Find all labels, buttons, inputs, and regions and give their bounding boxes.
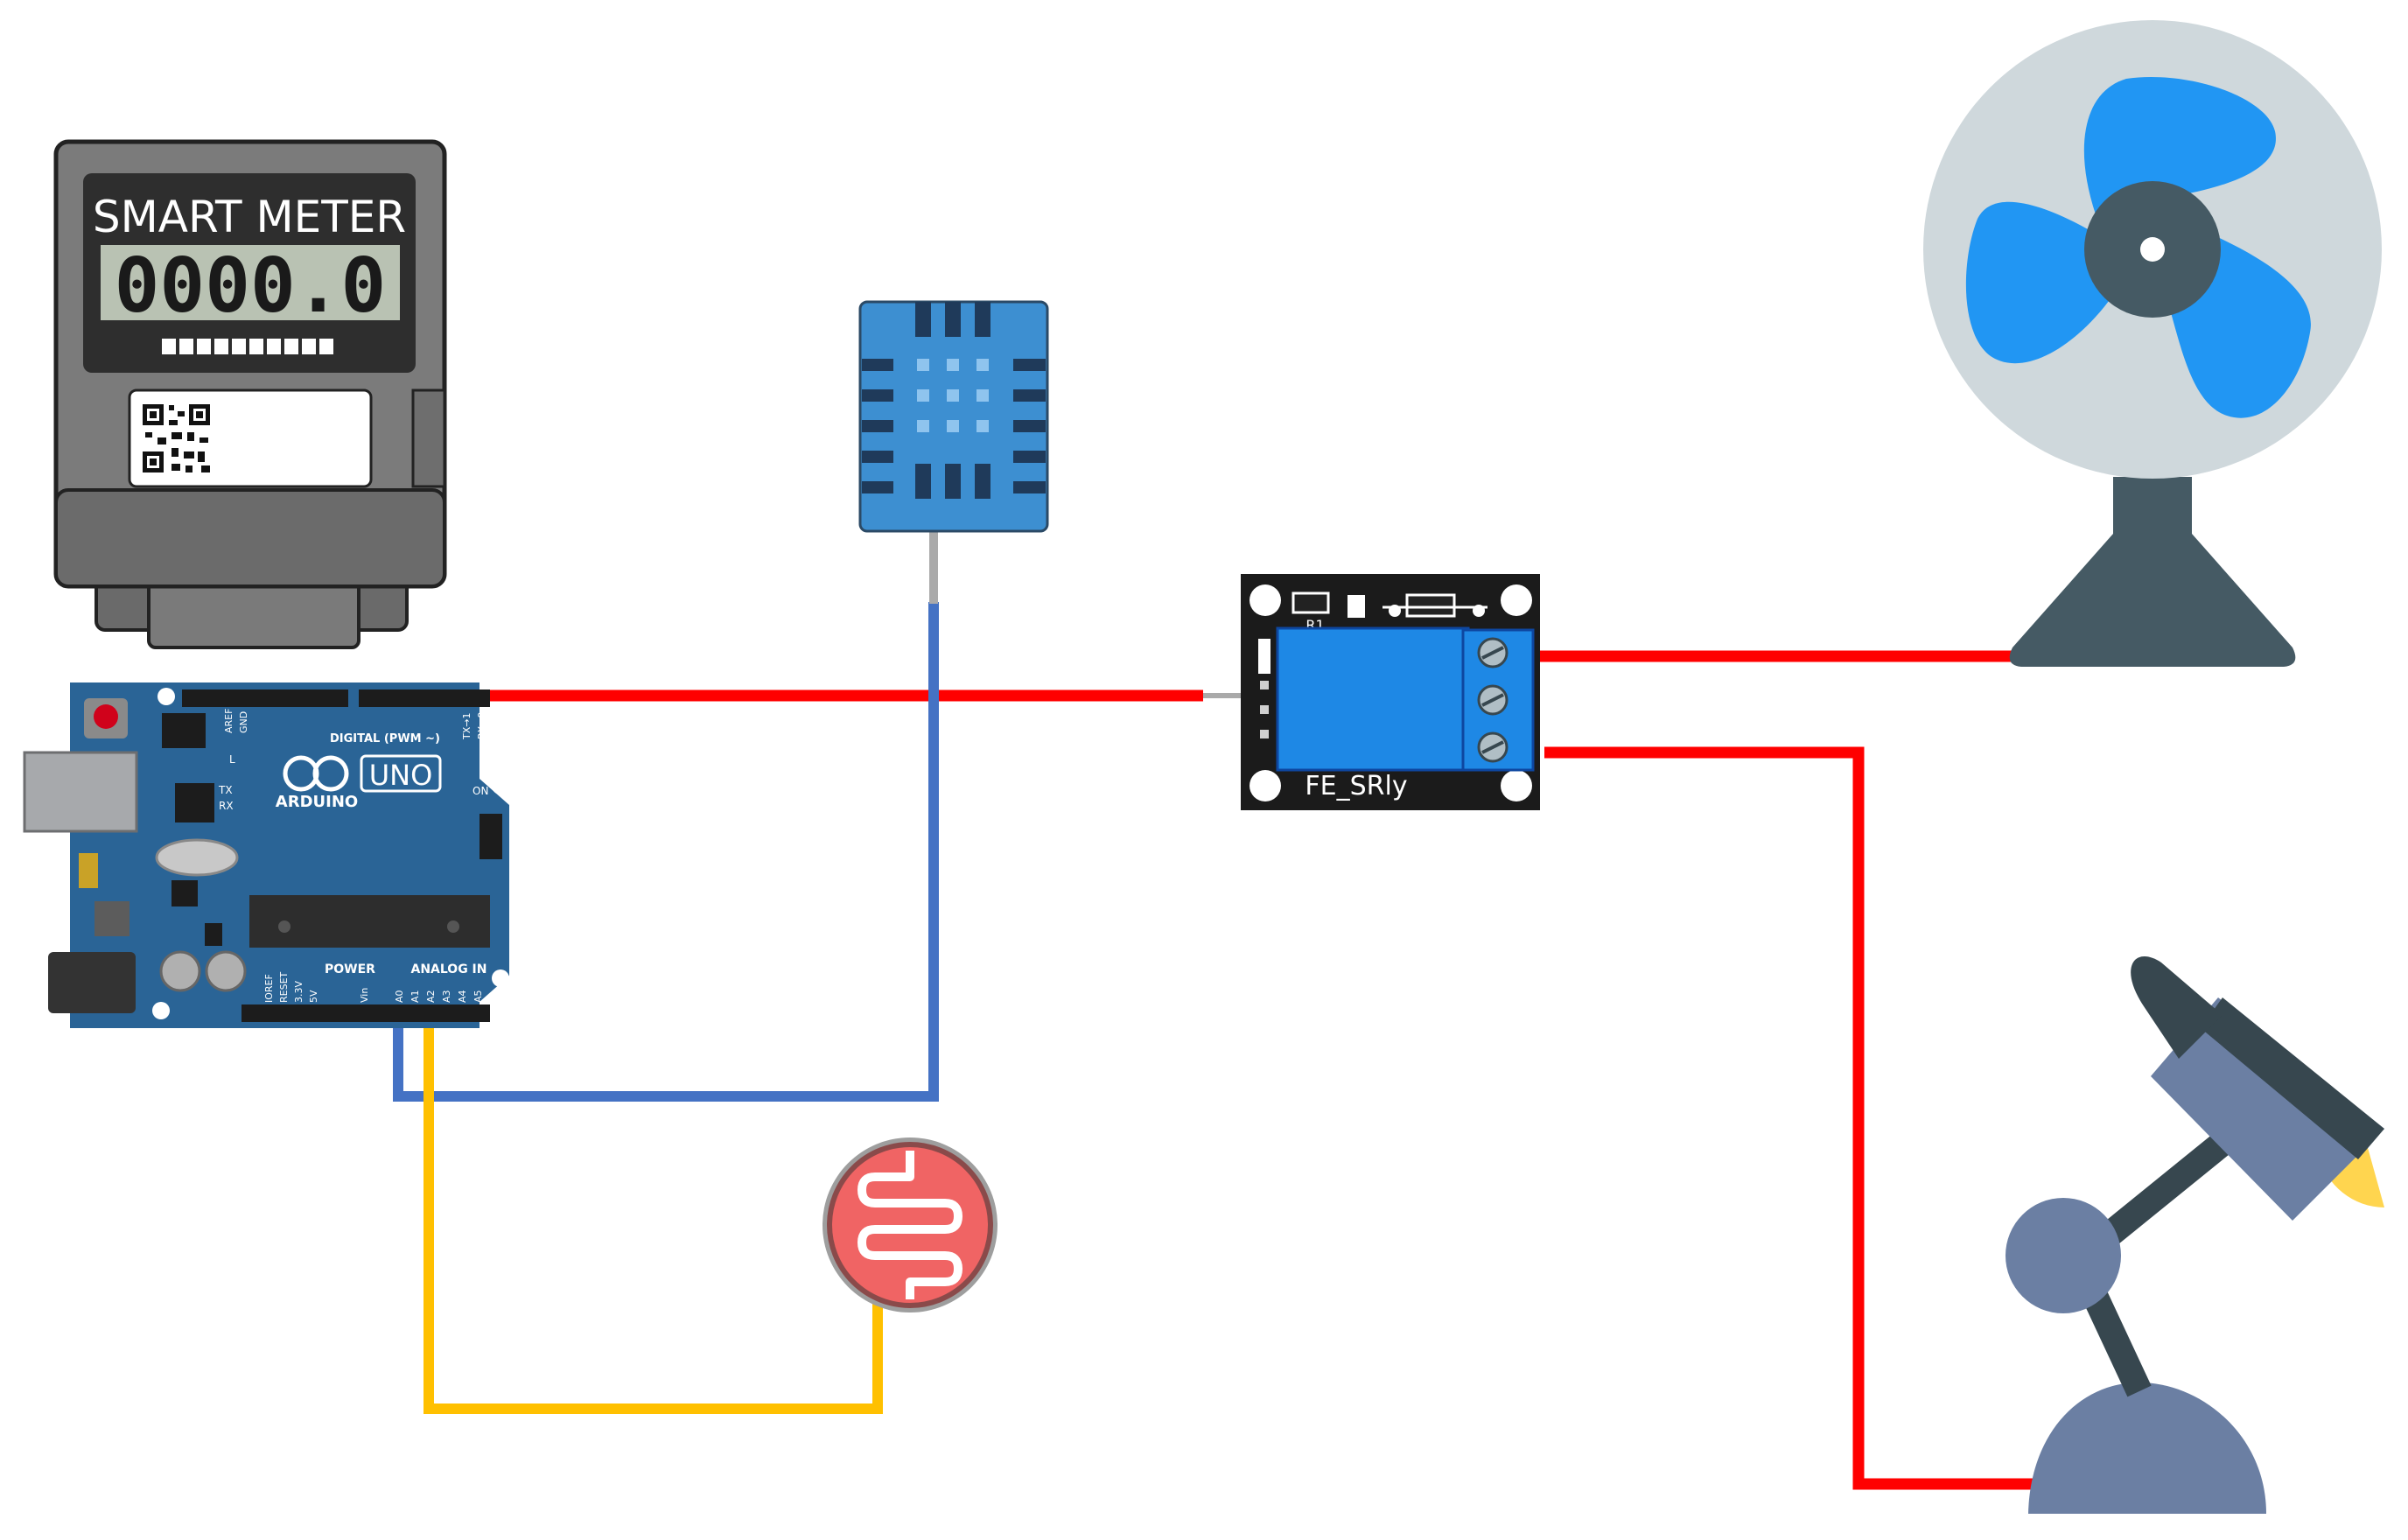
a5-label: A5: [472, 990, 484, 1003]
wires: [393, 525, 2039, 1490]
v5-label: 5V: [308, 990, 319, 1003]
arduino-model: UNO: [369, 759, 433, 792]
l-led-label: L: [229, 753, 235, 766]
vin-label: Vin: [359, 988, 370, 1003]
yellow-wire-ldr: [424, 1024, 883, 1414]
a4-label: A4: [457, 990, 468, 1003]
reset-label: RESET: [278, 971, 290, 1003]
smart-meter-icon: SMART METER 0000.0: [53, 139, 447, 649]
rx0-label: RX←0: [476, 712, 487, 739]
blue-wire-dht: [393, 602, 939, 1102]
arduino-logo-icon: [283, 755, 349, 792]
gnd-label: GND: [238, 711, 249, 733]
arduino-brand: ARDUINO: [276, 793, 358, 811]
meter-title: SMART METER: [93, 192, 406, 242]
fan-icon: [1923, 20, 2382, 667]
fan-blades: [1965, 77, 2311, 418]
relay-module-icon: R1 FE_SRly: [1241, 574, 1540, 810]
analog-header: ANALOG IN: [410, 962, 486, 976]
power-header: POWER: [325, 962, 375, 976]
relay-label: FE_SRly: [1305, 771, 1407, 802]
red-wire-relay-lamp: [1544, 746, 2039, 1490]
v33-label: 3.3V: [293, 981, 304, 1003]
tx1-label: TX→1: [461, 713, 472, 740]
ldr-sensor-icon: [822, 1138, 998, 1312]
ioref-label: IOREF: [263, 974, 275, 1003]
rx-led-label: RX: [219, 800, 234, 812]
meter-reading: 0000.0: [115, 242, 387, 330]
a1-label: A1: [410, 990, 421, 1003]
dht-sensor-icon: [858, 300, 1049, 533]
a3-label: A3: [441, 990, 452, 1003]
qr-code-icon: [142, 402, 212, 474]
desk-lamp-icon: [2006, 956, 2384, 1514]
on-led-label: ON: [472, 785, 488, 797]
aref-label: AREF: [223, 709, 234, 733]
arduino-board-icon: ARDUINO UNO DIGITAL (PWM ~) POWER ANALOG…: [23, 682, 509, 1028]
relay-screw-terminals: [1477, 637, 1508, 763]
tx-led-label: TX: [218, 784, 233, 796]
a0-label: A0: [394, 990, 405, 1003]
meter-segment-bar: [162, 339, 333, 354]
digital-header: DIGITAL (PWM ~): [330, 732, 440, 746]
a2-label: A2: [425, 990, 437, 1003]
